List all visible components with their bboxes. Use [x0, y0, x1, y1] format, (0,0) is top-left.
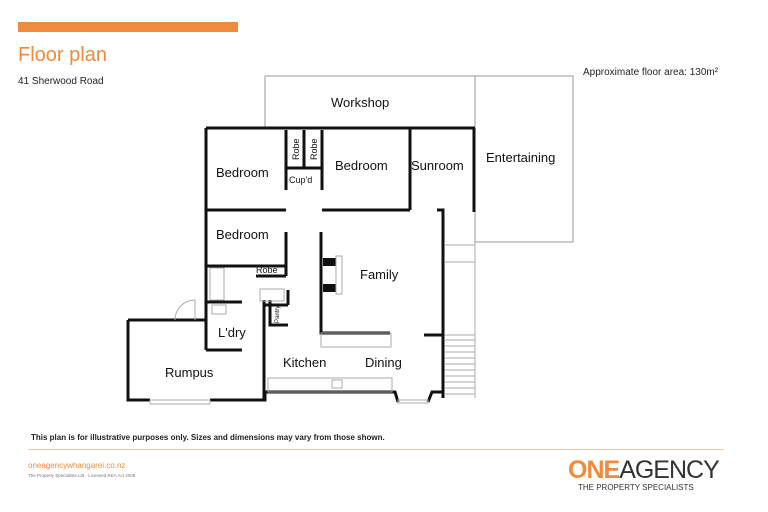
one-agency-logo: ONEAGENCY THE PROPERTY SPECIALISTS	[568, 456, 728, 492]
room-bedroom-1: Bedroom	[216, 165, 269, 180]
page-title: Floor plan	[18, 44, 107, 66]
room-cupboard: Cup'd	[289, 175, 312, 185]
divider	[28, 449, 724, 450]
room-kitchen: Kitchen	[283, 355, 326, 370]
address: 41 Sherwood Road	[18, 76, 104, 87]
legal-text: The Property Specialists Ltd · Licensed …	[28, 473, 136, 478]
room-robe-1: Robe	[291, 138, 301, 160]
room-workshop: Workshop	[331, 95, 389, 110]
logo-one: ONE	[568, 456, 620, 484]
room-sunroom: Sunroom	[411, 158, 464, 173]
room-laundry: L'dry	[218, 325, 246, 340]
room-entertaining: Entertaining	[486, 150, 555, 165]
fireplace	[323, 258, 336, 292]
room-bedroom-2: Bedroom	[335, 158, 388, 173]
room-dining: Dining	[365, 355, 402, 370]
logo-tagline: THE PROPERTY SPECIALISTS	[578, 483, 694, 492]
logo-agency: AGENCY	[619, 456, 720, 484]
room-family: Family	[360, 267, 399, 282]
disclaimer: This plan is for illustrative purposes o…	[31, 433, 385, 442]
website-link[interactable]: oneagencywhangarei.co.nz	[28, 461, 126, 470]
accent-bar	[18, 22, 238, 32]
room-bedroom-3: Bedroom	[216, 227, 269, 242]
fixtures	[149, 242, 476, 405]
floor-area: Approximate floor area: 130m²	[583, 67, 719, 78]
room-rumpus: Rumpus	[165, 365, 214, 380]
room-robe-2: Robe	[309, 138, 319, 160]
room-robe-3: Robe	[256, 265, 278, 275]
room-pantry: Pantry	[275, 306, 281, 323]
